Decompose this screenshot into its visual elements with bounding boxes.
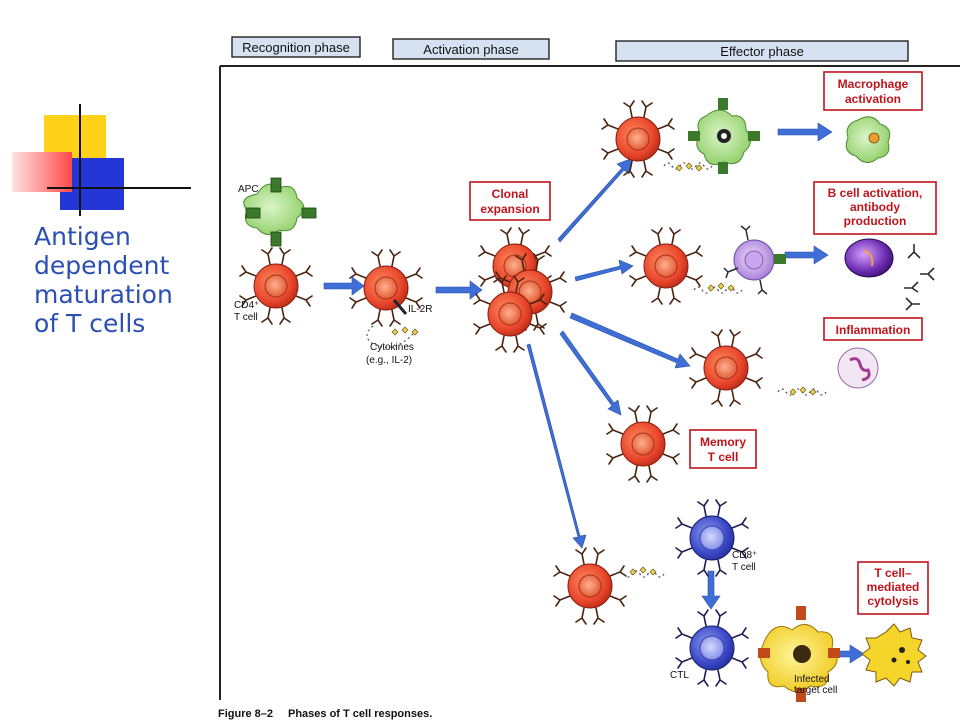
cytokine-path — [693, 286, 743, 294]
slide-title-line: of T cells — [34, 309, 146, 338]
cytokine-marks — [707, 282, 735, 292]
svg-text:Clonal: Clonal — [492, 187, 529, 201]
svg-text:activation: activation — [845, 92, 901, 106]
svg-text:expansion: expansion — [480, 202, 539, 216]
svg-text:B cell activation,: B cell activation, — [828, 186, 923, 200]
cytokine-marks — [789, 386, 817, 396]
slide-title-line: Antigen — [34, 222, 131, 251]
svg-text:T cell: T cell — [708, 450, 739, 464]
effector-t-cell-inflammation — [689, 329, 763, 407]
svg-text:cytolysis: cytolysis — [867, 594, 919, 608]
effector-t-cell-bcell — [629, 227, 703, 305]
t-cell-phases-diagram: Recognition phase Activation phase Effec… — [218, 36, 960, 720]
cytokines-label: Cytokines — [370, 342, 414, 353]
macrophage-cell — [688, 98, 760, 174]
inflammation-box: Inflammation — [823, 317, 923, 341]
neutrophil-cell — [837, 347, 879, 389]
activated-macrophage — [845, 116, 891, 163]
svg-text:Activation phase: Activation phase — [423, 42, 518, 57]
antibody-icons — [904, 244, 935, 311]
slide-title-line: maturation — [34, 280, 173, 309]
lysed-cell — [861, 623, 927, 687]
phase-header-recognition: Recognition phase — [231, 36, 361, 58]
deco-horizontal-line — [47, 187, 191, 189]
memory-t-cell-box: Memory T cell — [689, 429, 757, 469]
cytolysis-box: T cell– mediated cytolysis — [857, 561, 929, 615]
cytokine-marks — [675, 162, 703, 172]
infected-label-line2: target cell — [794, 685, 837, 696]
svg-text:Inflammation: Inflammation — [836, 323, 911, 337]
b-cell-activation-box: B cell activation, antibody production — [813, 181, 937, 235]
slide-title-line: dependent — [34, 251, 170, 280]
b-cell — [723, 225, 786, 295]
ctl-label: CTL — [670, 670, 689, 681]
deco-red-square — [12, 152, 72, 192]
effector-t-cell-macrophage — [601, 100, 675, 178]
figure-frame — [219, 65, 960, 700]
infected-label: Infected — [794, 674, 830, 685]
cytokine-marks — [391, 326, 419, 336]
helper-t-cell-cd8 — [553, 547, 627, 625]
apc-cell — [243, 177, 317, 247]
macrophage-activation-box: Macrophage activation — [823, 71, 923, 111]
apc-label: APC — [238, 184, 259, 195]
svg-text:Recognition phase: Recognition phase — [242, 40, 350, 55]
figure-caption-number: Figure 8–2 — [218, 708, 273, 720]
cd8-label: CD8⁺ — [732, 550, 757, 561]
infected-target-cell — [758, 606, 840, 702]
memory-t-cell — [606, 405, 680, 483]
svg-text:mediated: mediated — [867, 580, 920, 594]
cd4-label: CD4⁺ — [234, 300, 259, 311]
il2r-label: IL-2R — [408, 304, 432, 315]
svg-text:production: production — [844, 214, 907, 228]
cd4-label-line2: T cell — [234, 312, 258, 323]
svg-text:Effector phase: Effector phase — [720, 44, 804, 59]
clonal-expansion-box: Clonal expansion — [469, 181, 551, 221]
il2r-pointer — [392, 299, 408, 315]
svg-text:Macrophage: Macrophage — [838, 77, 909, 91]
svg-text:T cell–: T cell– — [874, 566, 912, 580]
phase-header-activation: Activation phase — [392, 38, 550, 60]
deco-vertical-line — [79, 104, 81, 216]
svg-text:Memory: Memory — [700, 435, 746, 449]
figure-caption-text: Phases of T cell responses. — [288, 708, 432, 720]
cd8-label-line2: T cell — [732, 562, 756, 573]
cytokine-marks — [629, 566, 657, 576]
slide-title: Antigen dependent maturation of T cells — [34, 222, 209, 338]
cytokine-loop — [366, 325, 414, 348]
phase-header-effector: Effector phase — [615, 40, 909, 62]
cytokines-example-label: (e.g., IL-2) — [366, 355, 412, 366]
flow-arrows — [323, 122, 865, 664]
svg-text:antibody: antibody — [850, 200, 900, 214]
plasma-cell — [844, 238, 894, 278]
